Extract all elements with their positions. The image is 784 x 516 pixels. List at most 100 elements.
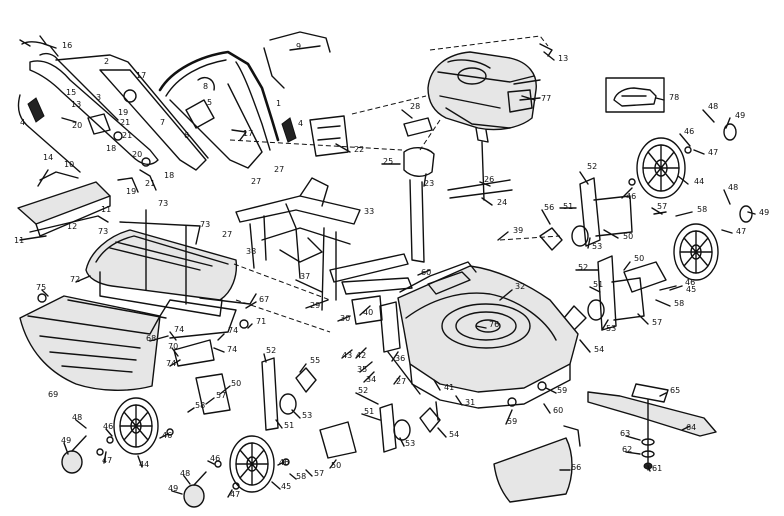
- callout-51: 51: [593, 280, 603, 289]
- wheel-lower-left: [113, 397, 159, 455]
- callout-46: 46: [103, 422, 113, 431]
- callout-52: 52: [587, 162, 597, 171]
- callout-47: 47: [230, 490, 240, 499]
- grass-catcher: [19, 209, 257, 391]
- callout-19: 19: [118, 108, 128, 117]
- callout-57: 57: [657, 202, 667, 211]
- callout-27: 27: [274, 165, 284, 174]
- callout-53: 53: [405, 439, 415, 448]
- callout-59: 59: [507, 417, 517, 426]
- callout-20: 20: [72, 121, 82, 130]
- callout-28: 28: [410, 102, 420, 111]
- callout-77: 77: [541, 94, 551, 103]
- callout-18: 18: [106, 144, 116, 153]
- callout-65: 65: [670, 386, 680, 395]
- callout-32: 32: [515, 282, 525, 291]
- callout-35: 35: [357, 365, 367, 374]
- callout-46: 46: [162, 431, 172, 440]
- callout-16: 16: [62, 41, 72, 50]
- callout-2: 2: [104, 57, 109, 66]
- callout-19: 19: [126, 187, 136, 196]
- callout-1: 1: [276, 99, 281, 108]
- callout-4: 4: [20, 118, 25, 127]
- callout-7: 7: [160, 118, 165, 127]
- callout-4: 4: [298, 119, 303, 128]
- callout-13: 13: [71, 100, 81, 109]
- callout-70: 70: [168, 342, 178, 351]
- callout-74: 74: [227, 345, 237, 354]
- callout-27: 27: [251, 177, 261, 186]
- callout-58: 58: [697, 205, 707, 214]
- callout-47: 47: [102, 456, 112, 465]
- callout-41: 41: [444, 383, 454, 392]
- callout-44: 44: [139, 460, 149, 469]
- callout-59: 59: [557, 386, 567, 395]
- callout-11: 11: [14, 236, 24, 245]
- callout-74: 74: [174, 325, 184, 334]
- callout-25: 25: [383, 157, 393, 166]
- callout-43: 43: [342, 351, 352, 360]
- callout-56: 56: [544, 203, 554, 212]
- callout-54: 54: [449, 430, 459, 439]
- callout-49: 49: [168, 484, 178, 493]
- hub-caps: [61, 123, 753, 508]
- callout-49: 49: [759, 208, 769, 217]
- callout-12: 12: [67, 222, 77, 231]
- callout-58: 58: [674, 299, 684, 308]
- callout-17: 17: [136, 71, 146, 80]
- callout-31: 31: [465, 398, 475, 407]
- callout-14: 14: [43, 153, 53, 162]
- callout-27: 27: [222, 230, 232, 239]
- callout-73: 73: [200, 220, 210, 229]
- callout-39: 39: [513, 226, 523, 235]
- callout-49: 49: [735, 111, 745, 120]
- callout-46: 46: [685, 278, 695, 287]
- callout-73: 73: [158, 199, 168, 208]
- callout-33: 33: [364, 207, 374, 216]
- callout-52: 52: [578, 263, 588, 272]
- callout-10: 10: [64, 160, 74, 169]
- callout-53: 53: [302, 411, 312, 420]
- callout-24: 24: [497, 198, 507, 207]
- callout-15: 15: [66, 88, 76, 97]
- callout-50: 50: [634, 254, 644, 263]
- callout-78: 78: [669, 93, 679, 102]
- wheel-lower-middle: [229, 435, 275, 493]
- callout-21: 21: [145, 179, 155, 188]
- callout-48: 48: [72, 413, 82, 422]
- callout-50: 50: [331, 461, 341, 470]
- callout-21: 21: [122, 131, 132, 140]
- callout-27: 27: [396, 377, 406, 386]
- callout-9: 9: [296, 42, 301, 51]
- callout-3: 3: [96, 93, 101, 102]
- chute-deflector: [17, 169, 111, 241]
- inset-part-78: [605, 77, 665, 113]
- callout-18: 18: [164, 171, 174, 180]
- blade-assembly: [493, 383, 717, 503]
- callout-55: 55: [310, 356, 320, 365]
- callout-49: 49: [61, 436, 71, 445]
- callout-76: 76: [489, 320, 499, 329]
- engine: [419, 35, 553, 201]
- callout-52: 52: [358, 386, 368, 395]
- callout-62: 62: [622, 445, 632, 454]
- callout-51: 51: [284, 421, 294, 430]
- callout-71: 71: [256, 317, 266, 326]
- callout-72: 72: [70, 275, 80, 284]
- callout-21: 21: [120, 118, 130, 127]
- callout-52: 52: [266, 346, 276, 355]
- callout-51: 51: [364, 407, 374, 416]
- mower-deck: [379, 261, 579, 421]
- callout-66: 66: [571, 463, 581, 472]
- callout-61: 61: [652, 464, 662, 473]
- callout-57: 57: [314, 469, 324, 478]
- callout-64: 64: [686, 423, 696, 432]
- callout-54: 54: [594, 345, 604, 354]
- callout-73: 73: [98, 227, 108, 236]
- callout-51: 51: [563, 202, 573, 211]
- height-adjusters: [195, 177, 677, 459]
- callout-57: 57: [216, 391, 226, 400]
- callout-37: 37: [300, 272, 310, 281]
